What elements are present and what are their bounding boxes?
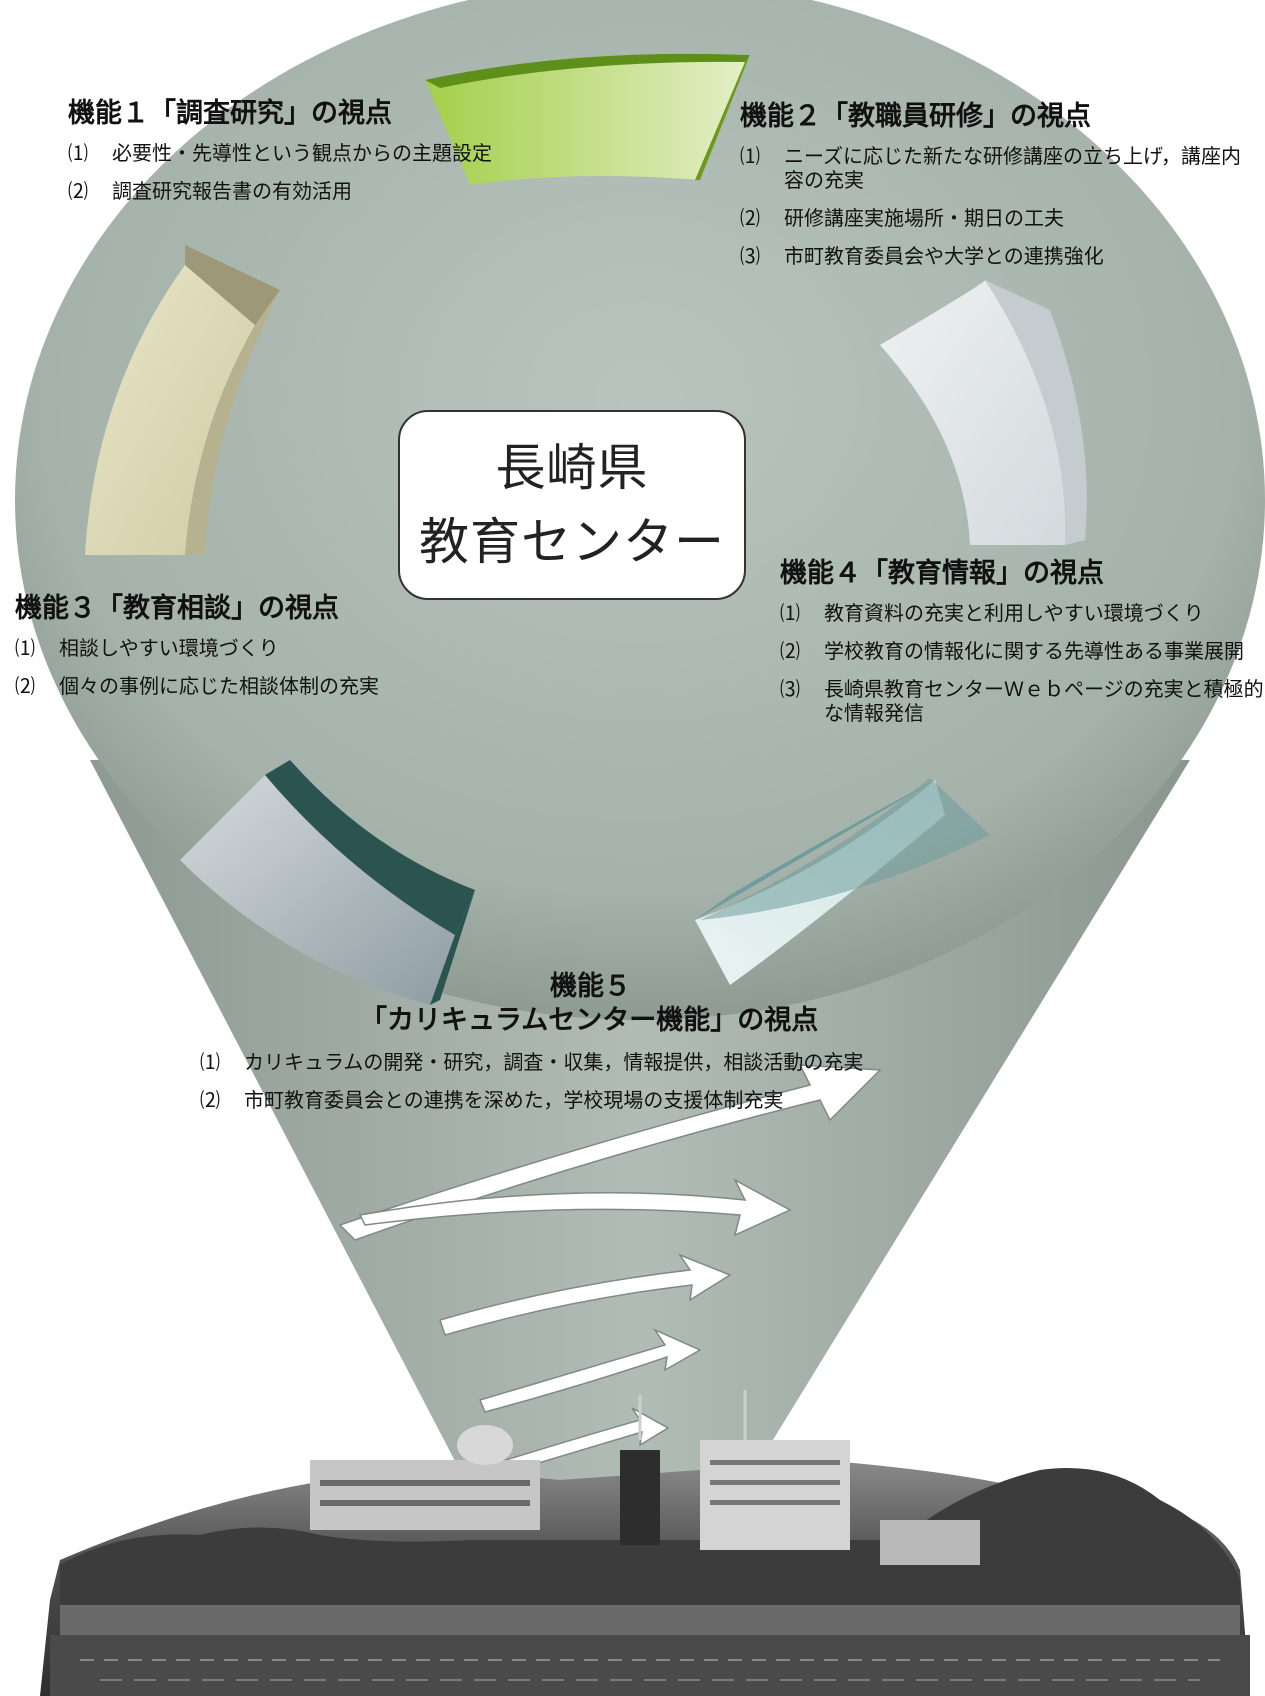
item-number: ⑵	[740, 206, 760, 230]
item-text: カリキュラムの開発・研究，調査・収集，情報提供，相談活動の充実	[244, 1050, 864, 1074]
item-text: 市町教育委員会や大学との連携強化	[784, 244, 1104, 268]
item-text: 必要性・先導性という観点からの主題設定	[112, 141, 492, 165]
item-text: 相談しやすい環境づくり	[59, 636, 279, 660]
function-2-item: ⑵ 研修講座実施場所・期日の工夫	[740, 206, 1255, 230]
function-1-block: 機能１「調査研究」の視点 ⑴ 必要性・先導性という観点からの主題設定 ⑵ 調査研…	[68, 97, 492, 217]
item-number: ⑵	[200, 1088, 220, 1112]
photo-building-left-windows	[320, 1480, 530, 1486]
photo-building-left	[310, 1460, 540, 1530]
segment-green-side	[695, 55, 750, 180]
item-number: ⑴	[200, 1050, 220, 1074]
photo-tower	[620, 1450, 660, 1545]
segment-green	[425, 53, 750, 185]
segment-green-edge	[425, 53, 750, 88]
photo-dome	[457, 1425, 513, 1465]
photo-building-right-windows	[710, 1460, 840, 1465]
function-3-item: ⑵ 個々の事例に応じた相談体制の充実	[15, 674, 379, 698]
item-number: ⑵	[780, 639, 800, 663]
segment-olive	[85, 265, 255, 555]
function-2-item: ⑶ 市町教育委員会や大学との連携強化	[740, 244, 1255, 268]
photo-trees	[60, 1468, 1240, 1610]
item-number: ⑴	[68, 141, 88, 165]
function-5-title-line1: 機能５	[550, 971, 631, 1002]
item-text: ニーズに応じた新たな研修講座の立ち上げ，講座内容の充実	[784, 144, 1241, 192]
function-5-item: ⑵ 市町教育委員会との連携を深めた，学校現場の支援体制充実	[200, 1088, 1060, 1112]
segment-ring	[85, 53, 1087, 1005]
photo-building-right-windows-2	[710, 1480, 840, 1485]
item-text: 市町教育委員会との連携を深めた，学校現場の支援体制充実	[244, 1088, 784, 1112]
item-text: 研修講座実施場所・期日の工夫	[784, 206, 1064, 230]
funnel-cone	[90, 760, 1190, 1696]
item-text: 個々の事例に応じた相談体制の充実	[59, 674, 379, 698]
segment-dark-teal-side	[430, 890, 475, 1005]
photo-water	[50, 1635, 1250, 1696]
item-text: 学校教育の情報化に関する先導性ある事業展開	[824, 639, 1244, 663]
function-4-block: 機能４「教育情報」の視点 ⑴ 教育資料の充実と利用しやすい環境づくり ⑵ 学校教…	[780, 557, 1265, 739]
function-5-item: ⑴ カリキュラムの開発・研究，調査・収集，情報提供，相談活動の充実	[200, 1050, 1060, 1074]
function-4-title: 機能４「教育情報」の視点	[780, 558, 1104, 589]
segment-olive-side	[185, 290, 280, 555]
center-label-box: 長崎県 教育センター	[398, 410, 746, 600]
center-label-line2: 教育センター	[419, 513, 725, 571]
function-3-block: 機能３「教育相談」の視点 ⑴ 相談しやすい環境づくり ⑵ 個々の事例に応じた相談…	[15, 592, 379, 712]
item-number: ⑴	[15, 636, 35, 660]
photo-building-right-windows-3	[710, 1500, 840, 1505]
function-5-title-line2: 「カリキュラムセンター機能」の視点	[360, 1005, 819, 1036]
function-1-item: ⑵ 調査研究報告書の有効活用	[68, 179, 492, 203]
spiral-arrow-5	[488, 1407, 670, 1477]
spiral-arrow-2	[358, 1178, 792, 1237]
segment-light-side	[985, 280, 1087, 545]
function-4-item: ⑶ 長崎県教育センターＷｅｂページの充実と積極的な情報発信	[780, 677, 1265, 725]
item-number: ⑴	[780, 601, 800, 625]
item-text: 調査研究報告書の有効活用	[112, 179, 352, 203]
center-label-line1: 長崎県	[495, 439, 649, 497]
function-1-title: 機能１「調査研究」の視点	[68, 98, 392, 129]
segment-slate	[180, 775, 475, 1005]
function-4-item: ⑴ 教育資料の充実と利用しやすい環境づくり	[780, 601, 1265, 625]
function-3-item: ⑴ 相談しやすい環境づくり	[15, 636, 379, 660]
photo-building-left-windows-2	[320, 1500, 530, 1506]
item-text: 教育資料の充実と利用しやすい環境づくり	[824, 601, 1204, 625]
spiral-arrow-3	[439, 1253, 732, 1336]
segment-dark-teal	[265, 760, 475, 935]
segment-olive-top	[185, 245, 280, 325]
item-number: ⑴	[740, 144, 760, 168]
item-number: ⑵	[68, 179, 88, 203]
function-3-title: 機能３「教育相談」の視点	[15, 593, 339, 624]
segment-light	[880, 280, 1066, 545]
photo-building-right	[700, 1440, 850, 1550]
function-4-item: ⑵ 学校教育の情報化に関する先導性ある事業展開	[780, 639, 1265, 663]
photo-building-small	[880, 1520, 980, 1565]
function-5-block: 機能５ 「カリキュラムセンター機能」の視点 ⑴ カリキュラムの開発・研究，調査・…	[200, 970, 1060, 1126]
function-2-block: 機能２「教職員研修」の視点 ⑴ ニーズに応じた新たな研修講座の立ち上げ，講座内容…	[740, 100, 1255, 282]
item-number: ⑶	[780, 677, 800, 701]
function-2-title: 機能２「教職員研修」の視点	[740, 101, 1091, 132]
spiral-arrow-1	[338, 1064, 882, 1241]
spiral-arrow-4	[478, 1328, 702, 1413]
building-photo	[40, 1390, 1250, 1696]
function-2-item: ⑴ ニーズに応じた新たな研修講座の立ち上げ，講座内容の充実	[740, 144, 1255, 192]
item-number: ⑶	[740, 244, 760, 268]
photo-seawall	[60, 1605, 1240, 1635]
segment-teal-top	[700, 778, 990, 920]
item-text: 長崎県教育センターＷｅｂページの充実と積極的な情報発信	[824, 677, 1264, 725]
item-number: ⑵	[15, 674, 35, 698]
function-1-item: ⑴ 必要性・先導性という観点からの主題設定	[68, 141, 492, 165]
